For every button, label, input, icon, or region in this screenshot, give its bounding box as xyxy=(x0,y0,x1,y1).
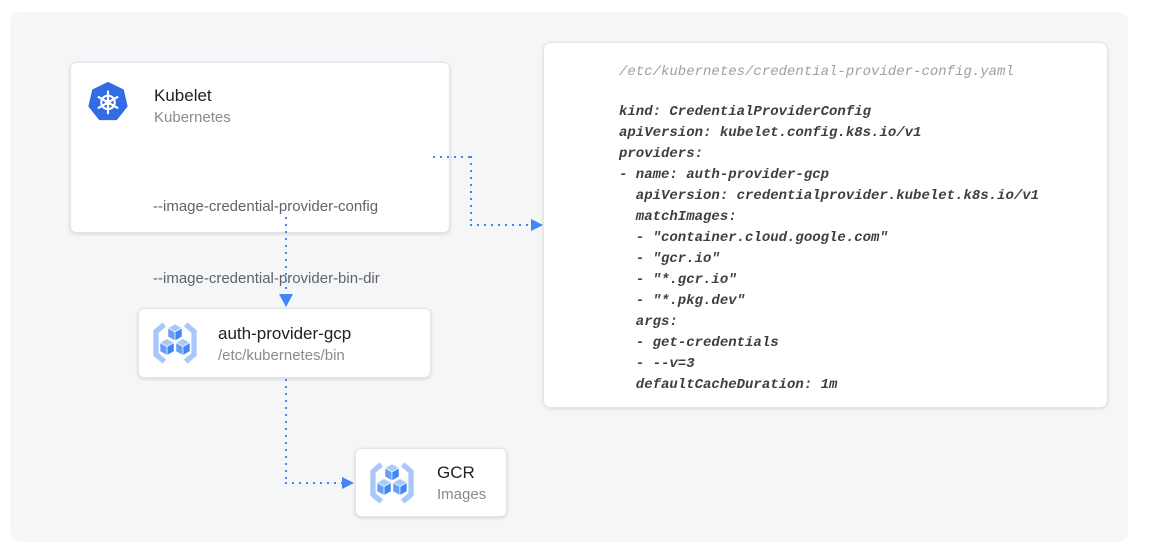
yaml-line: - get-credentials xyxy=(619,335,779,351)
yaml-filename: /etc/kubernetes/credential-provider-conf… xyxy=(619,64,1014,80)
auth-provider-subtitle: /etc/kubernetes/bin xyxy=(218,347,345,364)
kubelet-flag-bin-dir: --image-credential-provider-bin-dir xyxy=(153,270,380,287)
gcr-title: GCR xyxy=(437,463,475,482)
connector-config-to-yaml-segment xyxy=(470,156,472,225)
yaml-line: - --v=3 xyxy=(619,356,695,372)
connector-auth-to-gcr-segment xyxy=(285,379,287,482)
yaml-line: apiVersion: credentialprovider.kubelet.k… xyxy=(619,188,1040,204)
yaml-line: - "container.cloud.google.com" xyxy=(619,230,888,246)
yaml-line: args: xyxy=(619,314,678,330)
yaml-line: apiVersion: kubelet.config.k8s.io/v1 xyxy=(619,125,922,141)
kubelet-flag-config: --image-credential-provider-config xyxy=(153,198,379,215)
arrowhead-to-auth-icon xyxy=(279,294,293,307)
gcr-subtitle: Images xyxy=(437,486,487,503)
yaml-line: - name: auth-provider-gcp xyxy=(619,167,830,183)
kubernetes-helm-icon xyxy=(87,81,129,123)
kubelet-title: Kubelet xyxy=(154,86,212,105)
yaml-line: - "gcr.io" xyxy=(619,251,720,267)
arrowhead-to-gcr-icon xyxy=(342,477,354,489)
node-auth-provider-gcp: auth-provider-gcp /etc/kubernetes/bin xyxy=(138,308,431,378)
node-kubelet: Kubelet Kubernetes --image-credential-pr… xyxy=(70,62,450,287)
kubelet-subtitle: Kubernetes xyxy=(154,109,231,126)
credential-provider-yaml-panel: /etc/kubernetes/credential-provider-conf… xyxy=(543,42,1108,408)
connector-config-to-yaml-segment xyxy=(470,224,532,226)
connector-kubelet-to-auth-segment xyxy=(285,217,287,295)
connector-auth-to-gcr-segment xyxy=(285,482,343,484)
kubelet-flags: --image-credential-provider-config --ima… xyxy=(153,147,380,339)
connector-config-to-yaml-segment xyxy=(433,156,471,158)
yaml-line: - "*.gcr.io" xyxy=(619,272,737,288)
yaml-line: matchImages: xyxy=(619,209,737,225)
node-gcr-images: GCR Images xyxy=(355,448,507,517)
yaml-line: - "*.pkg.dev" xyxy=(619,293,746,309)
container-registry-icon xyxy=(367,460,417,506)
arrowhead-to-yaml-icon xyxy=(531,219,543,231)
container-registry-icon xyxy=(150,320,200,366)
yaml-line: kind: CredentialProviderConfig xyxy=(619,104,872,120)
yaml-line: providers: xyxy=(619,146,704,162)
auth-provider-title: auth-provider-gcp xyxy=(218,324,352,343)
yaml-line: defaultCacheDuration: 1m xyxy=(619,377,838,393)
